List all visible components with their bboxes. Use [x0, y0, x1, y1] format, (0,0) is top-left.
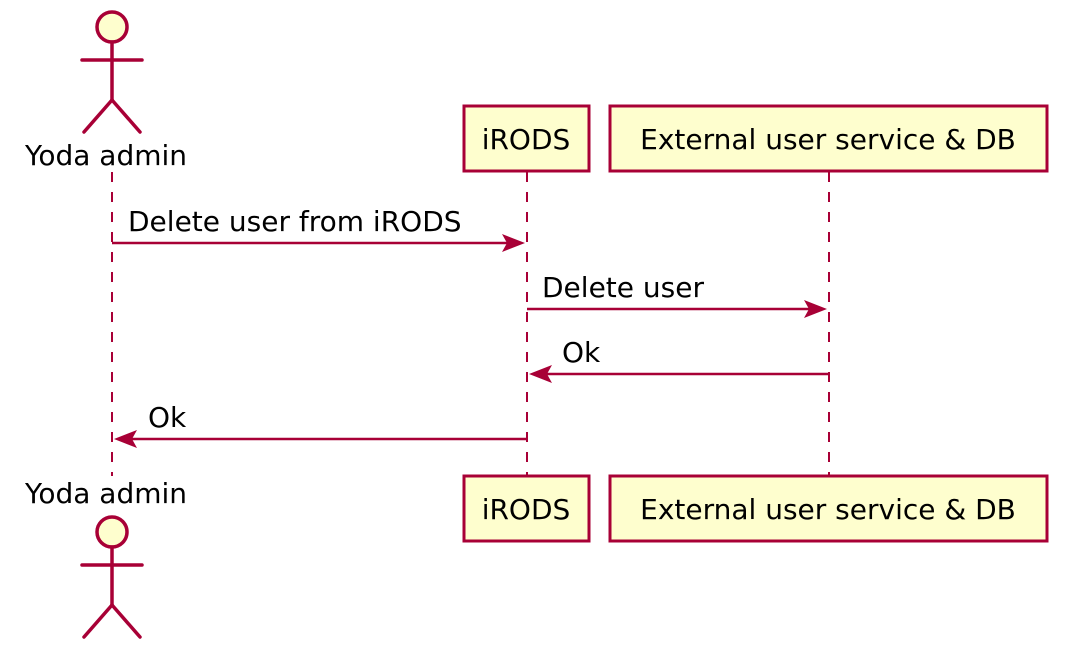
actor-icon: [80, 10, 144, 134]
participant-label: External user service & DB: [640, 123, 1016, 156]
message-label: Delete user: [542, 271, 704, 304]
actor-label: Yoda admin: [24, 139, 187, 172]
arrowhead-right-icon: [804, 300, 827, 318]
participant-irods-top: iRODS: [462, 104, 591, 173]
participant-external-bottom: External user service & DB: [608, 474, 1049, 543]
participant-label: External user service & DB: [640, 493, 1016, 526]
participant-box: [462, 474, 591, 543]
participant-irods-bottom: iRODS: [462, 474, 591, 543]
participant-box: [462, 104, 591, 173]
participant-box: [608, 474, 1049, 543]
message-ok-to-irods: Ok: [529, 336, 829, 383]
actor-yoda-admin-top: Yoda admin: [24, 10, 187, 172]
arrowhead-right-icon: [502, 234, 525, 252]
message-delete-user-from-irods: Delete user from iRODS: [112, 205, 525, 252]
participant-box: [608, 104, 1049, 173]
actor-icon: [80, 515, 144, 639]
participant-external-top: External user service & DB: [608, 104, 1049, 173]
participant-label: iRODS: [482, 123, 571, 156]
message-label: Ok: [562, 336, 601, 369]
message-label: Ok: [148, 401, 187, 434]
message-label: Delete user from iRODS: [128, 205, 462, 238]
actor-yoda-admin-bottom: Yoda admin: [24, 477, 187, 639]
participant-label: iRODS: [482, 493, 571, 526]
actor-label: Yoda admin: [24, 477, 187, 510]
arrowhead-left-icon: [529, 365, 552, 383]
arrowhead-left-icon: [114, 430, 137, 448]
message-ok-to-admin: Ok: [114, 401, 527, 448]
message-delete-user: Delete user: [527, 271, 827, 318]
